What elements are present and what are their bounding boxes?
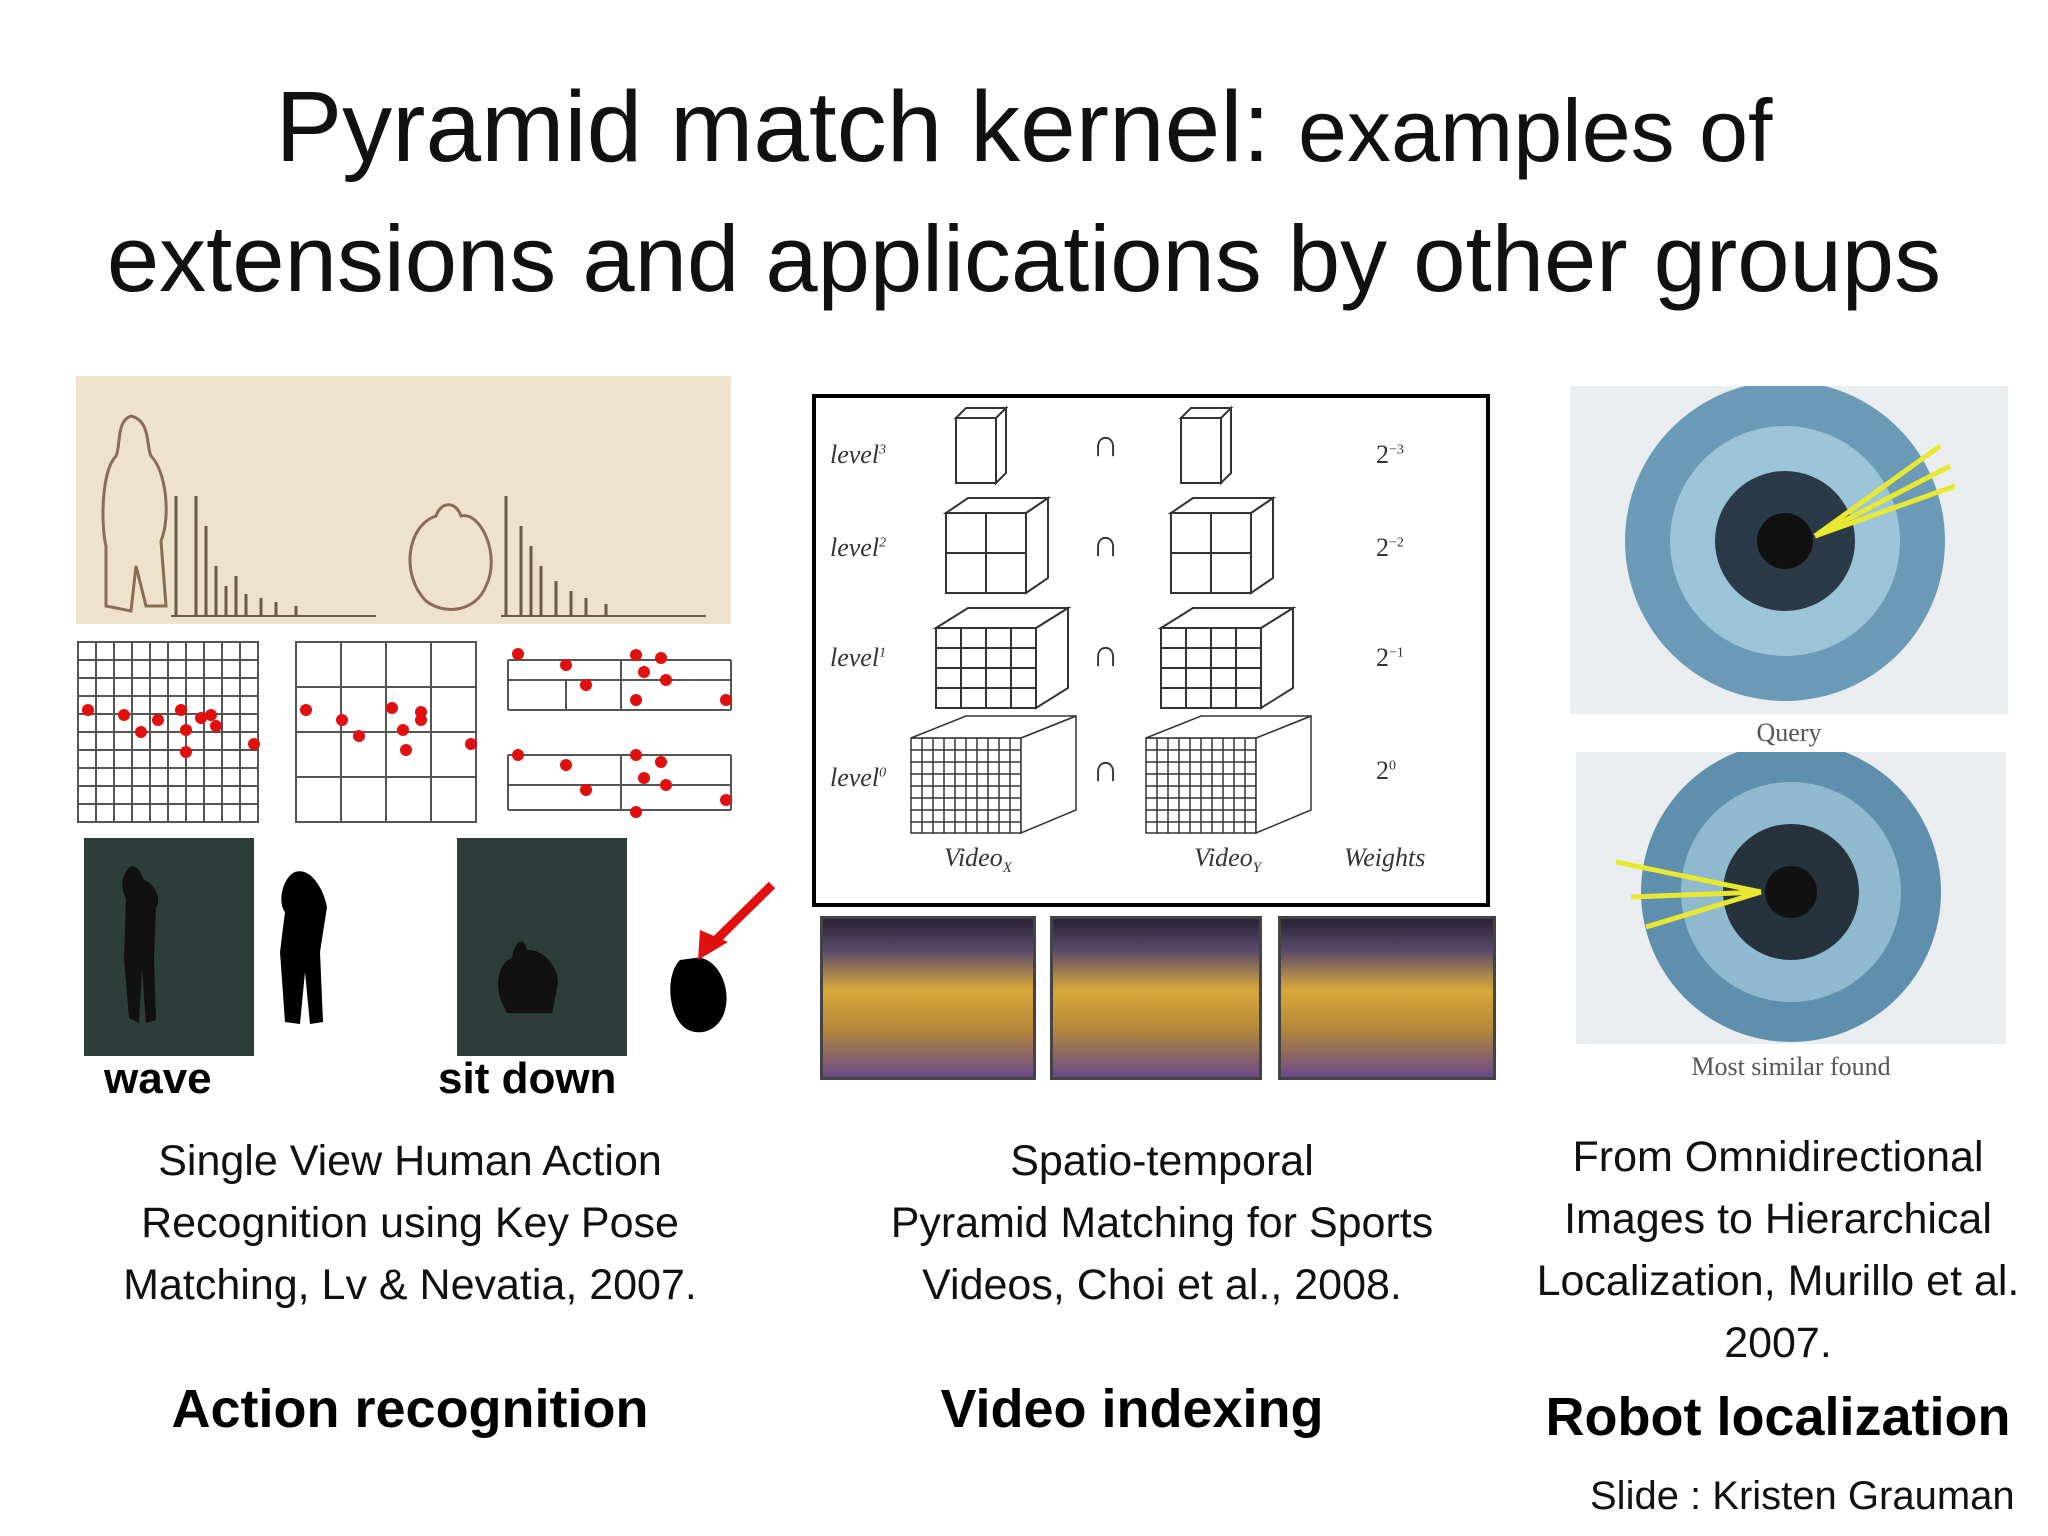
- title-small: examples of: [1298, 81, 1773, 180]
- grid-point-figures: [77, 641, 732, 823]
- omni-query-figure: [1625, 381, 1956, 701]
- slide-title-line2: extensions and applications by other gro…: [106, 206, 1942, 311]
- sit-down-label: sit down: [438, 1054, 617, 1103]
- video-caption: Spatio-temporal Pyramid Matching for Spo…: [842, 1130, 1482, 1316]
- caption-line: Pyramid Matching for Sports: [890, 1199, 1434, 1247]
- omni-match-figure: [1615, 742, 1941, 1042]
- pyramid-cubes: [910, 405, 1312, 835]
- robot-caption: From Omnidirectional Images to Hierarchi…: [1508, 1126, 2048, 1374]
- video-indexing-heading: Video indexing: [940, 1379, 1324, 1439]
- weight-label: 20: [1376, 756, 1396, 785]
- caption-line: Single View Human Action: [158, 1137, 662, 1185]
- caption-line: Matching, Lv & Nevatia, 2007.: [123, 1261, 697, 1309]
- title-main: Pyramid match kernel:: [275, 71, 1271, 183]
- caption-line: Spatio-temporal: [1010, 1137, 1314, 1185]
- query-image: [1570, 381, 2008, 714]
- level-label: level2: [830, 533, 887, 562]
- basketball-frame: [1050, 916, 1262, 1080]
- pyramid-diagram: level3 level2 level1 level0 ∩ ∩ ∩ ∩ 2−3 …: [812, 394, 1490, 907]
- basketball-frame: [1278, 916, 1496, 1080]
- caption-line: Recognition using Key Pose: [141, 1199, 679, 1247]
- weight-label: 2−3: [1376, 440, 1404, 469]
- sit-down-silhouette: [670, 881, 776, 1033]
- caption-line: Localization, Murillo et al.: [1536, 1257, 2020, 1305]
- wave-label: wave: [104, 1054, 212, 1103]
- intersection-symbol: ∩: [1092, 633, 1120, 675]
- silhouette-histogram-panel: [76, 376, 731, 624]
- action-caption: Single View Human Action Recognition usi…: [60, 1130, 760, 1316]
- caption-line: Images to Hierarchical: [1564, 1195, 1992, 1243]
- level-label: level1: [830, 643, 887, 672]
- intersection-symbol: ∩: [1092, 423, 1120, 465]
- action-recognition-heading: Action recognition: [171, 1379, 649, 1439]
- intersection-symbol: ∩: [1092, 748, 1120, 790]
- robot-localization-heading: Robot localization: [1545, 1387, 2011, 1447]
- video-x-label: VideoX: [944, 843, 1012, 877]
- most-similar-image: [1576, 742, 2006, 1044]
- level-label: level3: [830, 440, 887, 469]
- caption-line: From Omnidirectional: [1572, 1133, 1984, 1181]
- level-label: level0: [830, 763, 887, 792]
- wave-silhouette: [280, 871, 327, 1024]
- silhouette-histogram-figure: [101, 414, 706, 617]
- weight-label: 2−1: [1376, 643, 1404, 672]
- slide-title-line1: Pyramid match kernel: examples of: [0, 62, 2048, 196]
- intersection-symbol: ∩: [1092, 523, 1120, 565]
- video-y-label: VideoY: [1194, 843, 1262, 877]
- basketball-frame: [820, 916, 1036, 1080]
- wave-photo: [84, 838, 254, 1056]
- query-label: Query: [1756, 718, 1822, 747]
- weights-label: Weights: [1344, 843, 1426, 872]
- caption-line: 2007.: [1724, 1319, 1832, 1367]
- caption-line: Videos, Choi et al., 2008.: [922, 1261, 1402, 1309]
- most-similar-label: Most similar found: [1691, 1052, 1891, 1081]
- red-arrow-icon: [698, 930, 728, 960]
- weight-label: 2−2: [1376, 533, 1404, 562]
- sit-down-photo: [457, 838, 627, 1056]
- slide-credit: Slide : Kristen Grauman: [1590, 1474, 2015, 1518]
